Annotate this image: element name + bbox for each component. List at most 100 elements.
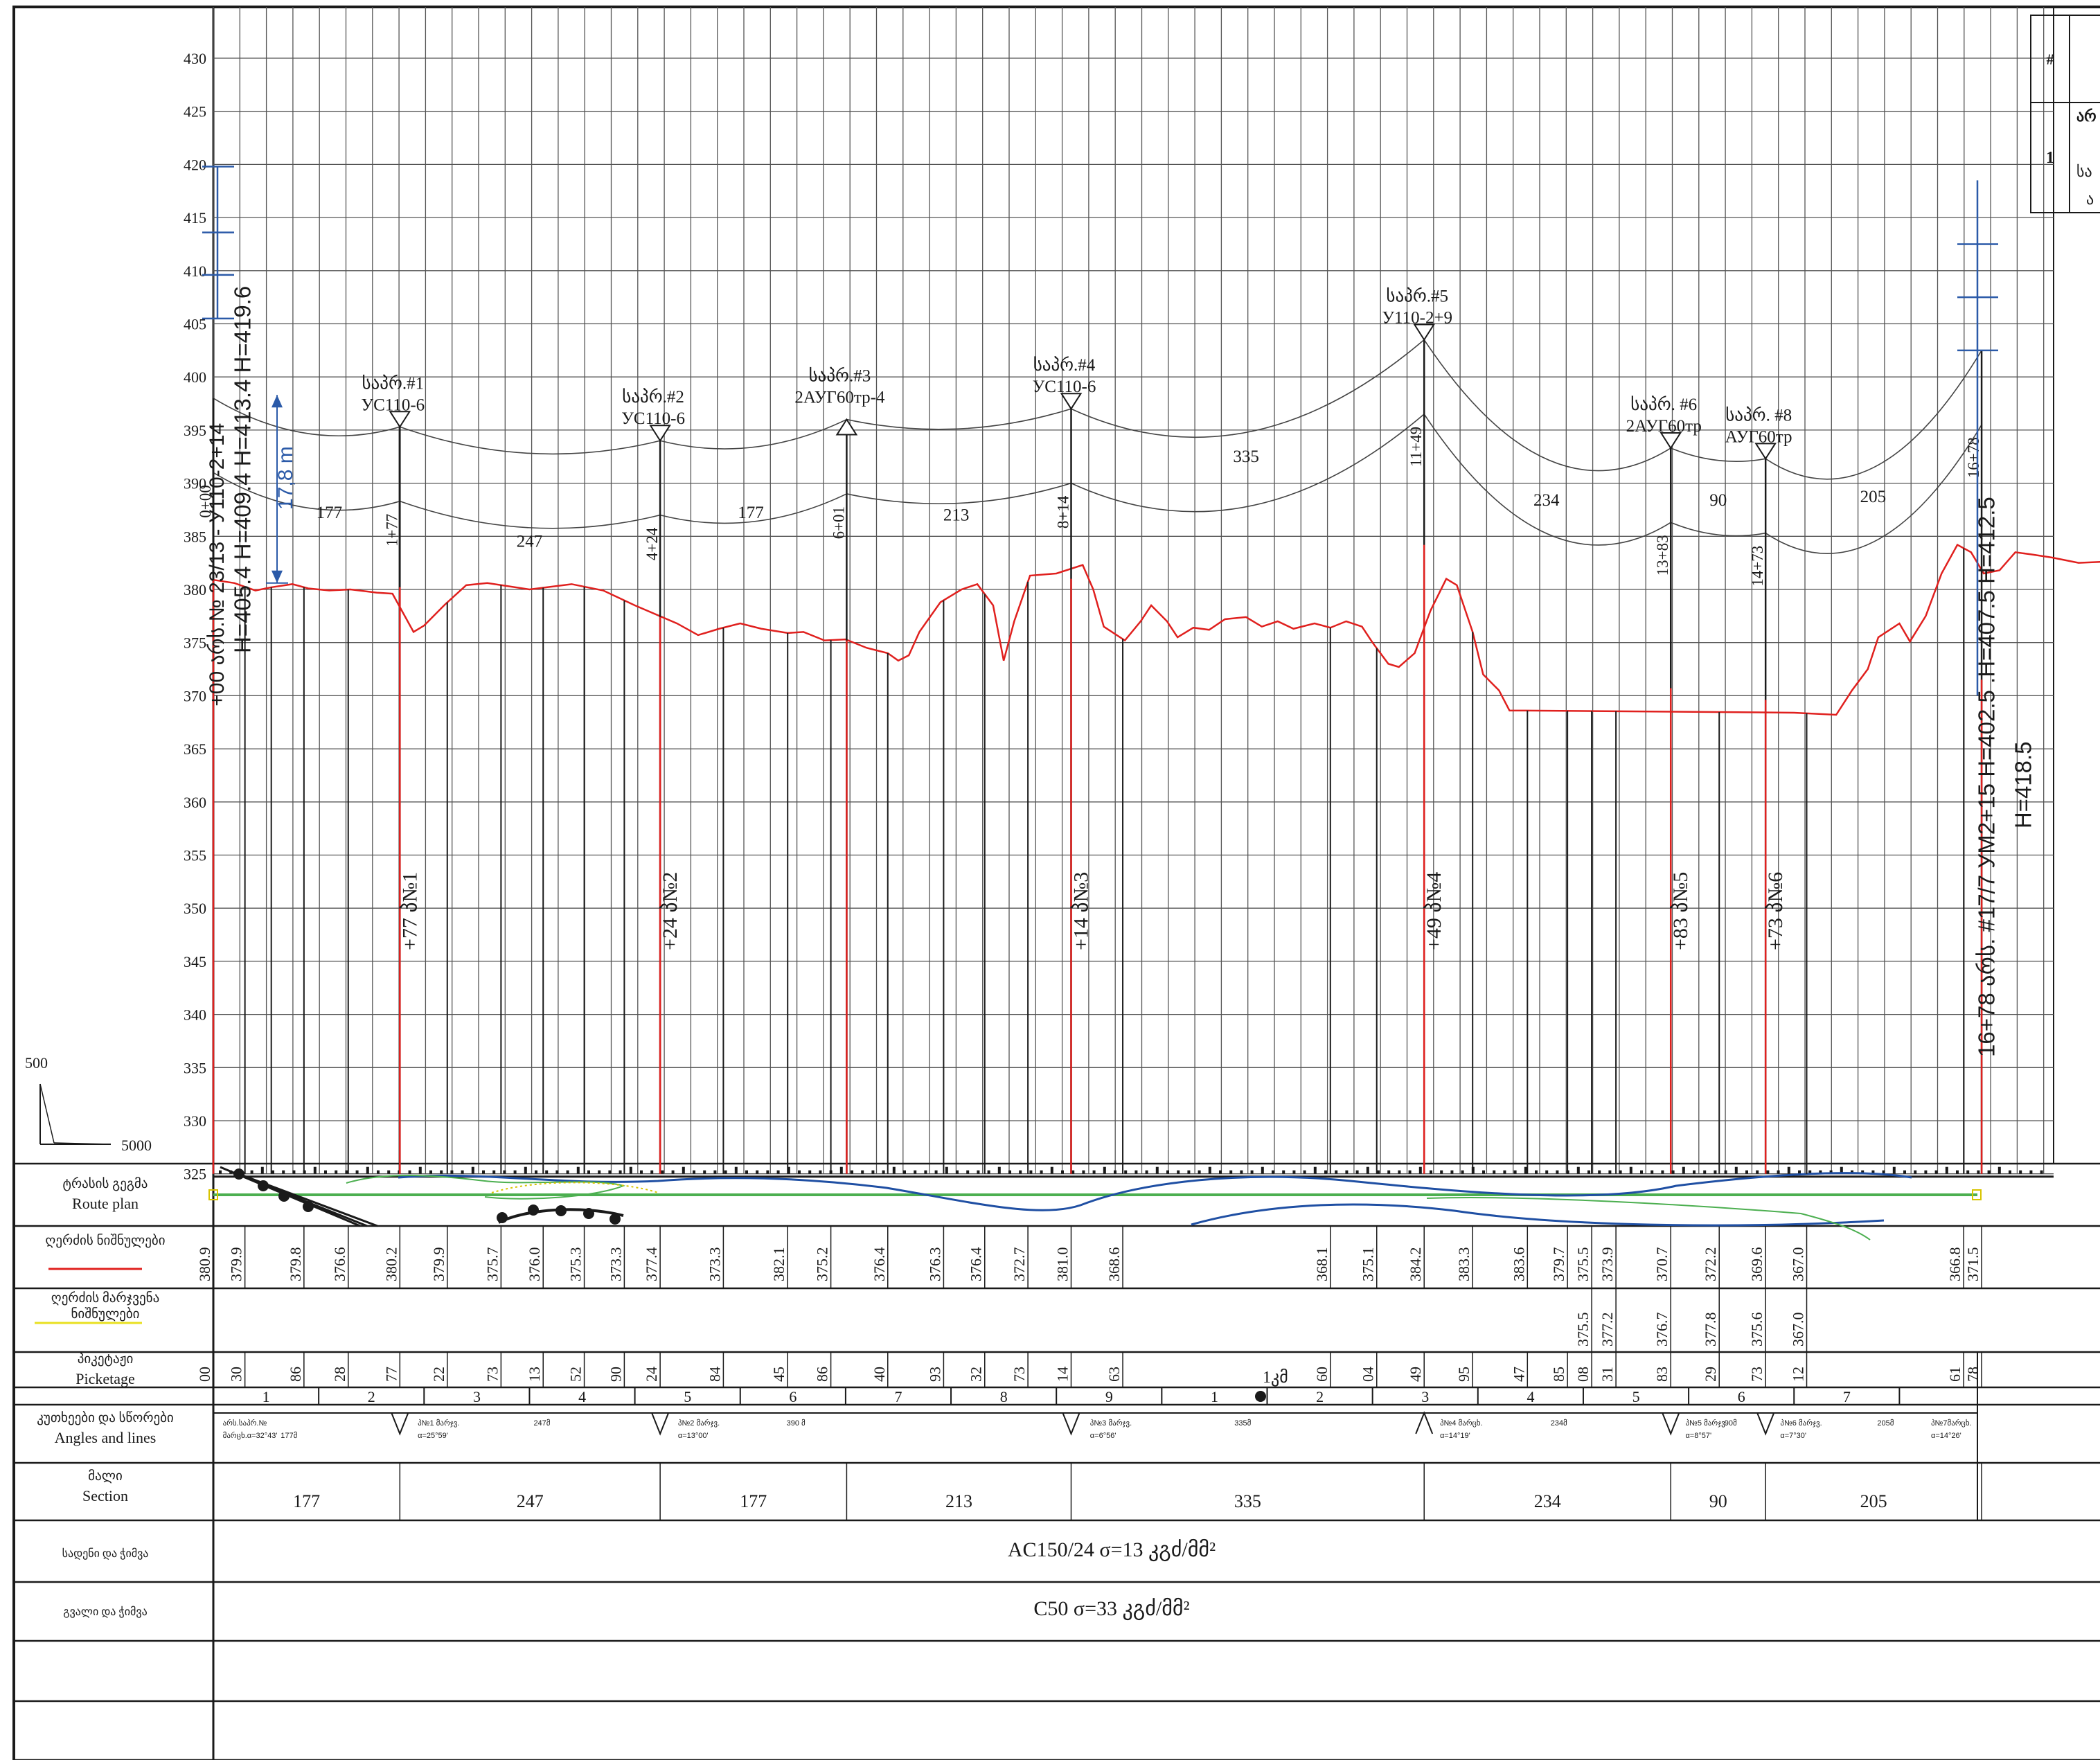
elevation-tick-label: 420: [184, 156, 206, 173]
angle-annotation: 90მ: [1725, 1419, 1737, 1428]
picket-tick: [1556, 1170, 1559, 1174]
left-mark-value: 375.6: [1748, 1313, 1765, 1347]
picket-tick: [1693, 1170, 1696, 1174]
picket-tick: [1418, 1166, 1422, 1174]
ground-mark-value: 376.3: [926, 1247, 943, 1282]
support-symbol: [1060, 393, 1083, 411]
picket-tick: [282, 1170, 285, 1174]
picket-tick: [1629, 1166, 1632, 1174]
picket-tick: [1355, 1170, 1359, 1174]
row-label-angles-2: Angles and lines: [55, 1429, 157, 1446]
support-type: УС110-6: [621, 409, 685, 428]
pole-label: +49 პ№4: [1423, 872, 1445, 950]
support-type: 2АУГ60тр-4: [794, 389, 885, 407]
pole-dot: [278, 1191, 290, 1202]
left-mark-value: 377.8: [1702, 1313, 1719, 1347]
picket-tick: [1103, 1166, 1106, 1174]
section-value: 205: [1860, 1491, 1887, 1511]
picket-tick: [345, 1170, 348, 1174]
angle-annotation: α=25°59': [418, 1432, 448, 1440]
elevation-tick-label: 330: [184, 1112, 206, 1130]
angle-vertex-down: [651, 1412, 670, 1436]
elevation-tick-label: 385: [184, 528, 206, 545]
river-line-lower: [1191, 1203, 1885, 1227]
picket-tick: [576, 1166, 580, 1174]
picketage-value: 45: [770, 1367, 788, 1382]
row-label-left-1: ღერძის მარჯვენა: [51, 1291, 159, 1306]
picket-tick: [366, 1166, 369, 1174]
span-label: 335: [1233, 447, 1259, 466]
picketage-value: 60: [1313, 1367, 1331, 1382]
support-chainage: 13+83: [1654, 535, 1671, 576]
ground-mark-value: 371.5: [1964, 1247, 1982, 1282]
ground-wire-spec: C50 σ=33 კგძ/მმ²: [1033, 1597, 1189, 1621]
support-symbol: [1659, 432, 1682, 450]
span-label: 177: [317, 504, 343, 522]
picketage-value: 28: [331, 1367, 348, 1382]
ground-mark-value: 367.0: [1790, 1247, 1807, 1282]
picket-tick: [545, 1170, 549, 1174]
picket-tick: [1272, 1170, 1274, 1174]
picket-tick: [1324, 1170, 1327, 1174]
picket-tick: [1766, 1170, 1770, 1174]
picket-tick: [1124, 1170, 1128, 1174]
angle-annotation: 390 მ: [787, 1419, 806, 1428]
ground-mark-value: 370.7: [1653, 1247, 1671, 1282]
support-type: АУГ60тр: [1725, 427, 1792, 446]
ground-mark-value: 375.3: [567, 1247, 585, 1282]
picket-tick: [377, 1170, 380, 1174]
support-chainage: 11+49: [1407, 427, 1425, 467]
picket-tick: [1787, 1166, 1790, 1174]
picketage-value: 86: [814, 1367, 831, 1382]
picket-tick: [461, 1170, 464, 1174]
row-label-section-2: Section: [82, 1487, 128, 1504]
angle-annotation: პ№4 მარცხ.: [1440, 1419, 1483, 1428]
picket-tick: [471, 1166, 474, 1174]
elevation-tick-label: 390: [184, 475, 206, 492]
picket-tick: [1851, 1170, 1853, 1174]
ground-mark-value: 379.8: [287, 1247, 304, 1282]
conductor-curve: [1765, 350, 1982, 480]
picket-tick: [566, 1170, 569, 1174]
picket-tick: [482, 1170, 485, 1174]
picket-tick: [335, 1170, 338, 1174]
clearance-curve: [400, 500, 661, 529]
hundred-label: 2: [1316, 1388, 1324, 1405]
elevation-tick-label: 340: [184, 1006, 206, 1024]
picket-tick: [1313, 1166, 1317, 1174]
elevation-tick-label: 395: [184, 422, 206, 439]
conductor-curve: [1071, 339, 1425, 438]
table-header-number: #: [2047, 51, 2054, 68]
picket-tick: [1640, 1170, 1643, 1174]
section-value: 247: [517, 1491, 544, 1511]
picket-tick: [650, 1170, 654, 1174]
pole-label: +77 პ№1: [398, 872, 421, 950]
pole-dot: [528, 1205, 539, 1216]
picket-tick: [1576, 1166, 1580, 1174]
picket-tick: [1261, 1166, 1264, 1174]
picket-tick: [387, 1170, 391, 1174]
picket-tick: [1661, 1170, 1664, 1174]
clearance-arrow-top: [272, 395, 283, 408]
profile-grid: 4304254204154104054003953903853803753703…: [12, 6, 2100, 1760]
picket-tick: [1282, 1170, 1285, 1174]
elevation-tick-label: 345: [184, 953, 206, 970]
picket-tick: [819, 1170, 822, 1174]
picket-tick: [2029, 1170, 2033, 1174]
elevation-tick-label: 380: [184, 581, 206, 598]
picket-tick: [1808, 1170, 1812, 1174]
picket-tick: [1871, 1170, 1875, 1174]
elevation-tick-label: 425: [184, 103, 206, 121]
scale-indicator: 500 5000: [25, 1054, 152, 1154]
picket-tick: [1997, 1166, 2001, 1174]
angle-vertex-down: [391, 1412, 409, 1436]
support-chainage: 16+78: [1965, 437, 1982, 478]
picket-tick: [1745, 1170, 1748, 1174]
angle-annotation: მარცხ.α=32°43': [223, 1431, 278, 1440]
picket-tick: [260, 1166, 264, 1174]
picket-tick: [619, 1170, 622, 1174]
picket-tick: [671, 1170, 675, 1174]
picket-tick: [1166, 1170, 1169, 1174]
picket-tick: [1061, 1170, 1064, 1174]
pole-label: +83 პ№5: [1669, 872, 1692, 950]
